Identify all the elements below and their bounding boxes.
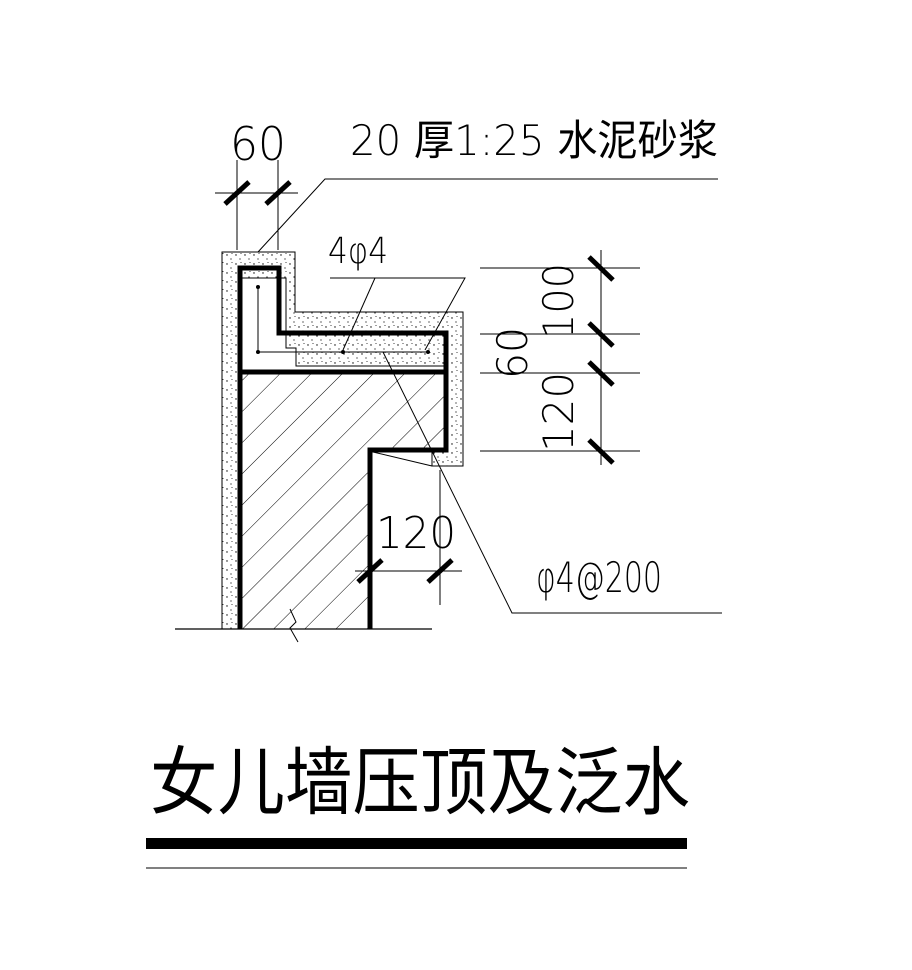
dim-label-120-right: 120 — [534, 372, 583, 452]
dim-tick — [223, 180, 251, 206]
rebar-dot — [256, 350, 260, 354]
dim-label-120-bottom: 120 — [376, 508, 456, 559]
dim-label-60-top: 60 — [230, 117, 286, 171]
dim-tick — [426, 558, 454, 584]
mortar-label: 20 厚1:25 水泥砂浆 — [350, 116, 718, 165]
stirrup-leader-2 — [372, 451, 433, 467]
mortar-leader — [257, 178, 718, 253]
dim-label-60-right: 60 — [488, 327, 537, 379]
rebar-dot — [341, 350, 345, 354]
stirrup-leader — [382, 351, 722, 614]
rebar-dot — [256, 285, 260, 289]
top-rebar-label: 4φ4 — [328, 231, 388, 272]
dim-tick — [587, 255, 615, 282]
dim-tick — [587, 438, 615, 465]
dim-tick — [264, 180, 292, 206]
drawing-title: 女儿墙压顶及泛水 — [150, 740, 690, 826]
dim-tick — [587, 360, 615, 387]
coping-outline — [237, 265, 449, 629]
dim-label-100: 100 — [534, 263, 583, 339]
dim-tick — [356, 558, 384, 584]
title-underline-thick — [146, 838, 687, 849]
rebar-leader-2 — [342, 277, 376, 351]
rebar-dot — [426, 350, 430, 354]
dim-tick — [587, 321, 615, 348]
stirrup-label: φ4@200 — [536, 553, 662, 602]
break-mark — [289, 608, 299, 643]
concrete-coping-body — [240, 372, 444, 629]
